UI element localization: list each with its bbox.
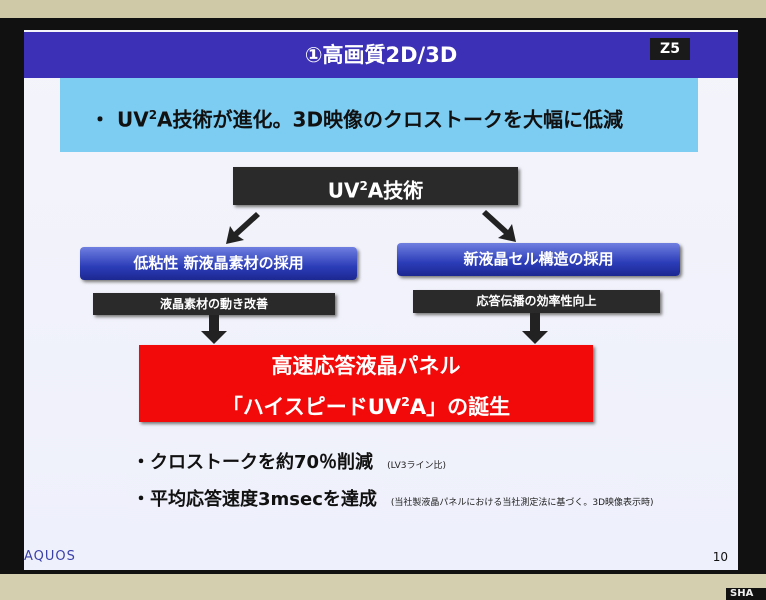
right-branch-title: 新液晶セル構造の採用 [397,243,680,276]
left-branch-sub: 液晶素材の動き改善 [93,293,335,315]
bullet-text: ・平均応答速度3msecを達成 [132,489,377,510]
result-line2-suffix: A」の誕生 [409,395,511,419]
right-branch-sub: 応答伝播の効率性向上 [413,290,660,313]
core-technology-box: UV2A技術 [233,167,518,205]
monitor-brand-label: SHA [726,588,766,600]
presentation-slide: ①高画質2D/3D Z5 ・ UV2A技術が進化。3D映像のクロストークを大幅に… [24,30,738,570]
arrow-down-right-icon [482,210,516,242]
arrow-down-icon [522,313,548,344]
lead-prefix: UV [116,107,149,132]
bullet-item: ・クロストークを約70％削減 (LV3ライン比) [132,448,446,474]
bullet-note: (LV3ライン比) [387,461,446,471]
result-box: 高速応答液晶パネル 「ハイスピードUV2A」の誕生 [139,345,593,422]
monitor-bottom-bezel [0,574,766,600]
result-line2-sup: 2 [401,394,410,409]
lead-sup: 2 [148,108,158,122]
page-number: 10 [712,550,728,564]
lead-text: A技術が進化。3D映像のクロストークを大幅に低減 [157,107,624,132]
result-line1: 高速応答液晶パネル [271,354,461,378]
core-text: A技術 [367,178,424,203]
core-sup: 2 [359,179,368,193]
bullet-item: ・平均応答速度3msecを達成 (当社製液晶パネルにおける当社測定法に基づく。3D… [132,485,654,511]
arrow-down-left-icon [226,212,260,244]
slide-badge: Z5 [650,38,690,60]
core-prefix: UV [327,178,360,203]
slide-title: ①高画質2D/3D [24,32,738,78]
monitor-top-bezel [0,0,766,18]
aquos-logo: AQUOS [24,549,76,564]
arrow-down-icon [201,315,227,344]
result-line2-prefix: 「ハイスピードUV [221,395,402,419]
bullet-note: (当社製液晶パネルにおける当社測定法に基づく。3D映像表示時) [390,498,654,508]
left-branch-title: 低粘性 新液晶素材の採用 [80,247,357,280]
lead-statement: ・ UV2A技術が進化。3D映像のクロストークを大幅に低減 [60,78,698,152]
bullet: ・ [90,107,110,132]
bullet-text: ・クロストークを約70％削減 [132,452,374,473]
result-line2: 「ハイスピードUV2A」の誕生 [139,384,593,425]
